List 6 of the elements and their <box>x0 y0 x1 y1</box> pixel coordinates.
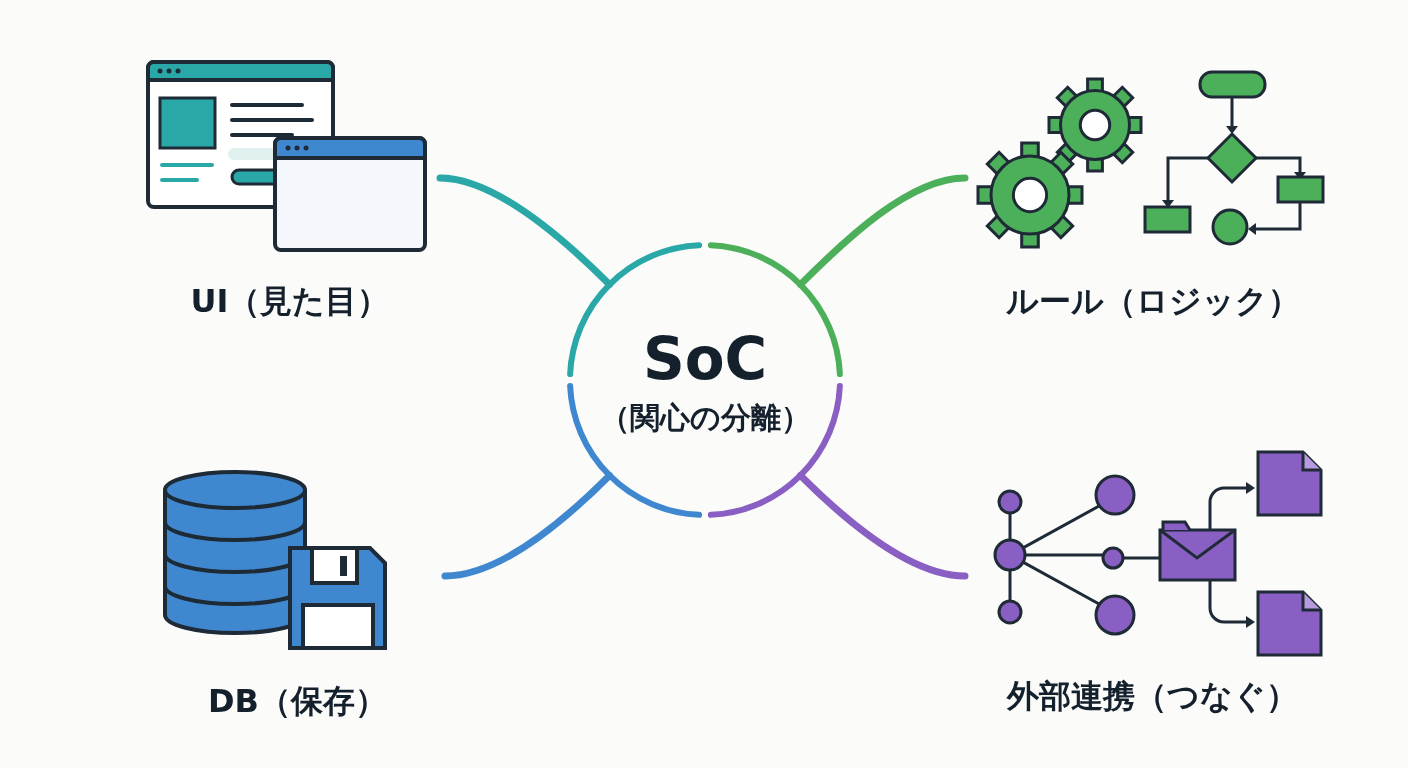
category-label: UI（見た目） <box>189 281 391 322</box>
category-label: DB（保存） <box>207 681 388 722</box>
center-subtitle: （関心の分離） <box>598 399 812 437</box>
category-label: 外部連携（つなぐ） <box>1005 676 1299 717</box>
center-title: SoC <box>641 325 769 393</box>
category-label: ルール（ロジック） <box>1004 281 1301 322</box>
